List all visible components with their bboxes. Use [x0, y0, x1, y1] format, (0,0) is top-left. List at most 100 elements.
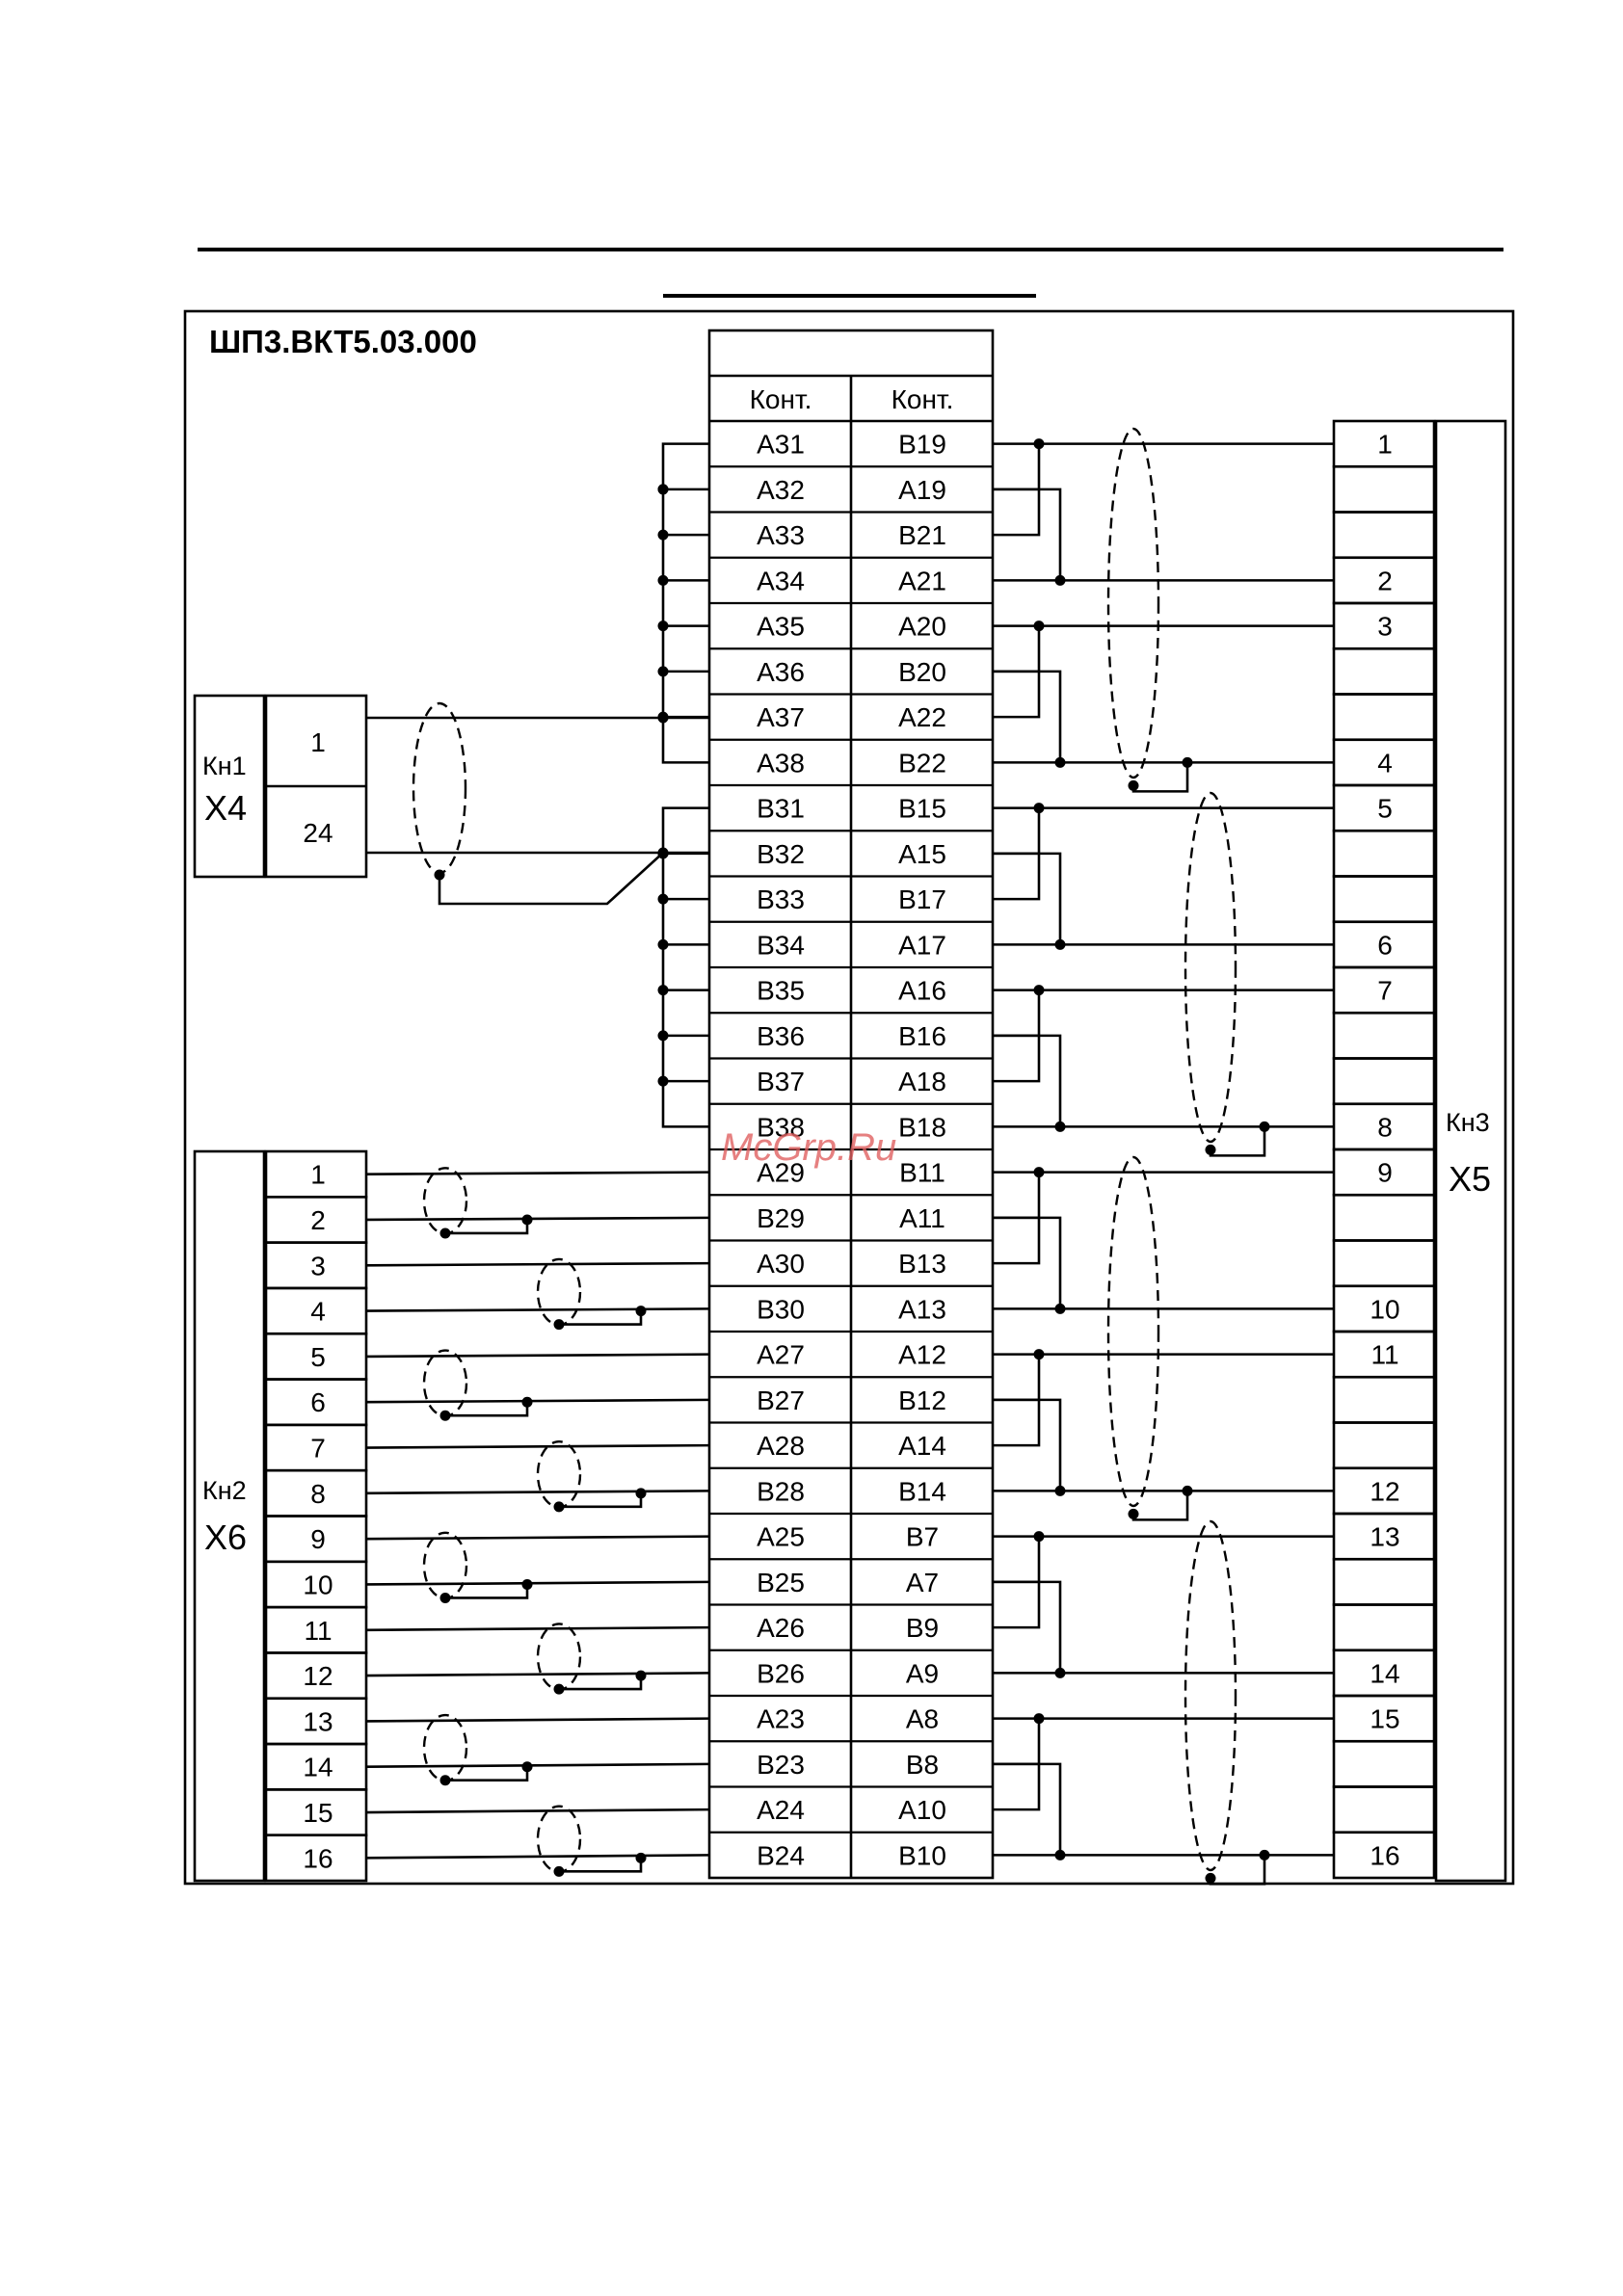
central-contact-left: B26	[757, 1658, 805, 1688]
x5-jumper	[993, 1536, 1041, 1584]
twisted-pair-shield	[1184, 791, 1237, 1144]
central-contact-left: A28	[757, 1431, 805, 1461]
central-contact-right: B8	[906, 1750, 939, 1780]
x6-signal-wire	[365, 1171, 710, 1175]
twisted-pair-shield	[536, 1623, 582, 1691]
x6-pin-label: 12	[303, 1661, 333, 1691]
x5-pin-label: 13	[1370, 1522, 1399, 1552]
x6-pin-label: 10	[303, 1570, 333, 1599]
x6-pin-label: 2	[310, 1205, 326, 1235]
central-contact-left: B28	[757, 1476, 805, 1506]
x5-pin-label: 4	[1377, 748, 1393, 778]
junction-dot	[1054, 1303, 1066, 1314]
watermark: McGrp.Ru	[721, 1126, 896, 1169]
twisted-pair-shield	[422, 1349, 468, 1417]
central-contact-left: A29	[757, 1158, 805, 1188]
junction-dot	[1182, 1485, 1193, 1496]
twisted-pair-shield	[422, 1531, 468, 1600]
central-contact-right: A15	[898, 839, 946, 869]
x5-pin-cell	[1332, 1239, 1436, 1288]
x5-pin-cell	[1332, 693, 1436, 742]
x5-pin-cell	[1332, 1785, 1436, 1834]
central-contact-right: B11	[899, 1158, 945, 1188]
central-contact-left: B31	[757, 794, 805, 824]
central-contact-right: B22	[898, 748, 946, 778]
x5-pin-cell	[1332, 647, 1436, 696]
central-contact-right: B18	[898, 1112, 946, 1142]
x4-pin-1: 1	[310, 727, 326, 757]
junction-dot	[657, 574, 669, 586]
x5-pin-label: 2	[1377, 566, 1393, 595]
x5-pin-cell	[1332, 1193, 1436, 1242]
x5-shield-drain	[1209, 1126, 1266, 1157]
central-contact-right: A12	[898, 1340, 946, 1370]
x6-signal-wire	[365, 1443, 710, 1449]
central-contact-right: A17	[898, 930, 946, 960]
junction-dot	[1054, 938, 1066, 950]
junction-dot	[657, 620, 669, 632]
x5-name: X5	[1449, 1159, 1491, 1199]
central-contact-right: A16	[898, 976, 946, 1006]
x6-signal-wire	[365, 1261, 710, 1267]
x5-pin-label: 15	[1370, 1704, 1399, 1734]
x6-signal-wire	[365, 1535, 710, 1541]
x5-shield-drain	[1131, 1491, 1189, 1521]
central-contact-right: A10	[898, 1795, 946, 1825]
x6-pin-label: 9	[310, 1524, 326, 1554]
junction-dot	[1182, 756, 1193, 768]
central-contact-right: B15	[898, 794, 946, 824]
x5-jumper	[993, 625, 1041, 673]
x6-pin-label: 1	[310, 1160, 326, 1190]
x6-signal-wire	[365, 1625, 710, 1632]
junction-dot	[635, 1670, 647, 1681]
x5-pin-label: 14	[1370, 1658, 1399, 1688]
x6-pin-label: 11	[304, 1616, 332, 1646]
x4-pin-24: 24	[303, 818, 333, 848]
x6-pin-label: 7	[310, 1434, 326, 1464]
x5-pin-cell	[1332, 829, 1436, 878]
central-contact-left: B36	[757, 1021, 805, 1051]
junction-dot	[657, 985, 669, 996]
central-contact-left: A36	[757, 657, 805, 687]
central-contact-left: B25	[757, 1568, 805, 1597]
central-contact-right: A18	[898, 1067, 946, 1096]
x6-signal-wire	[365, 1808, 710, 1814]
x5-pin-label: 16	[1370, 1840, 1399, 1870]
drawing-frame	[183, 309, 1515, 1886]
x5-pin-label: 1	[1377, 430, 1393, 460]
x5-pin-label: 3	[1377, 612, 1393, 642]
central-contact-right: A22	[898, 702, 946, 732]
junction-dot	[657, 666, 669, 677]
x4-kn-label: Кн1	[202, 752, 247, 780]
x5-pin-label: 12	[1370, 1476, 1399, 1506]
x5-jumper	[993, 1581, 1041, 1629]
junction-dot	[1259, 1121, 1270, 1132]
central-contact-right: B20	[898, 657, 946, 687]
x5-jumper	[993, 1035, 1041, 1083]
x6-name: X6	[204, 1517, 247, 1557]
central-contact-left: B30	[757, 1294, 805, 1324]
central-contact-left: A24	[757, 1795, 805, 1825]
junction-dot	[1259, 1849, 1270, 1861]
junction-dot	[657, 893, 669, 905]
x6-signal-wire	[365, 1580, 710, 1586]
x5-pin-label: 6	[1377, 930, 1393, 960]
x5-jumper	[993, 1399, 1041, 1447]
twisted-pair-shield	[1106, 1155, 1160, 1508]
central-contact-left: B23	[757, 1750, 805, 1780]
central-contact-right: A19	[898, 475, 946, 505]
x5-jumper	[993, 1216, 1062, 1309]
central-contact-left: B34	[757, 930, 805, 960]
x5-jumper	[993, 1580, 1062, 1674]
central-contact-left: A31	[757, 430, 805, 460]
drawing-designation: ШП3.ВКТ5.03.000	[209, 324, 477, 359]
junction-dot	[657, 712, 669, 724]
x6-signal-wire	[365, 1216, 710, 1222]
x5-jumper	[993, 990, 1041, 1038]
x5-jumper	[993, 670, 1062, 763]
central-contact-left: B33	[757, 884, 805, 914]
x5-pin-label: 11	[1370, 1340, 1398, 1370]
junction-dot	[1054, 756, 1066, 768]
